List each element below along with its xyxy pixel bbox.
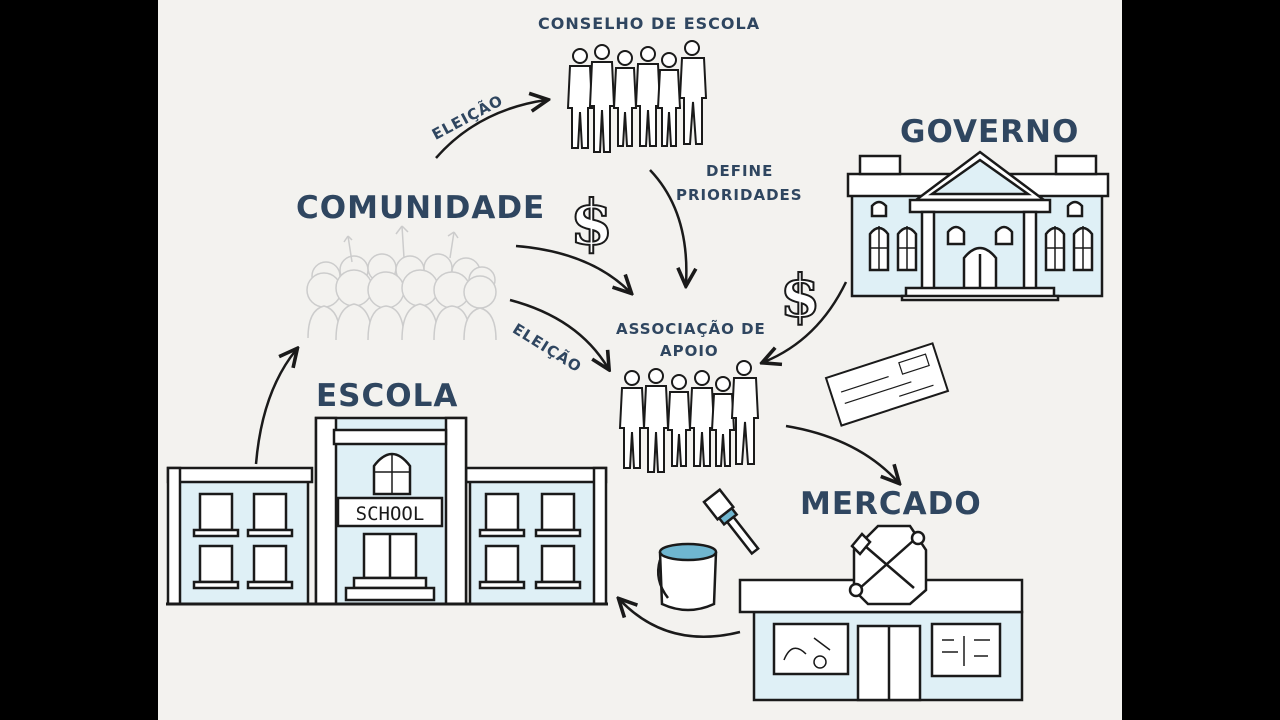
comunidade-label: COMUNIDADE	[296, 190, 546, 226]
conselho-label: CONSELHO DE ESCOLA	[538, 14, 761, 33]
paint-bucket-icon	[657, 542, 718, 612]
school-building-icon: SCHOOL	[166, 416, 608, 606]
comunidade-crowd-icon	[306, 225, 497, 341]
arrow-mercado-to-escola	[620, 600, 741, 638]
arrow-comunidade-to-associacao-eleicao	[509, 298, 608, 368]
define-label-line1: DEFINE	[706, 162, 774, 180]
associacao-label-line1: ASSOCIAÇÃO DE	[616, 320, 766, 338]
dollar-icon-left: $	[569, 185, 614, 260]
school-sign-text: SCHOOL	[356, 503, 425, 525]
dollar-symbol-left: $	[570, 186, 613, 259]
diagram-canvas: $ $	[158, 0, 1122, 720]
arrows	[254, 100, 898, 638]
arrow-governo-to-associacao	[764, 281, 848, 362]
conselho-people-group-icon	[566, 40, 708, 153]
market-store-icon	[738, 524, 1024, 702]
arrow-escola-to-comunidade	[254, 350, 296, 465]
mercado-label: MERCADO	[800, 486, 982, 522]
government-building-icon	[846, 150, 1110, 302]
tools-icon	[848, 530, 926, 598]
governo-label: GOVERNO	[900, 114, 1080, 150]
dollar-icon-right: $	[779, 261, 821, 331]
associacao-label-line2: APOIO	[660, 342, 719, 360]
define-label-line2: PRIORIDADES	[676, 186, 803, 204]
diagram-drawing: $ $	[166, 40, 1110, 702]
arrow-conselho-to-associacao	[649, 169, 686, 284]
paint-brush-icon	[702, 487, 760, 556]
arrow-comunidade-to-associacao-money	[515, 244, 630, 292]
check-icon	[824, 342, 950, 427]
arrow-comunidade-to-conselho	[435, 100, 546, 159]
dollar-symbol-right: $	[780, 262, 820, 330]
associacao-people-group-icon	[618, 360, 760, 473]
escola-label: ESCOLA	[316, 378, 459, 414]
arrow-associacao-to-mercado	[785, 424, 898, 482]
